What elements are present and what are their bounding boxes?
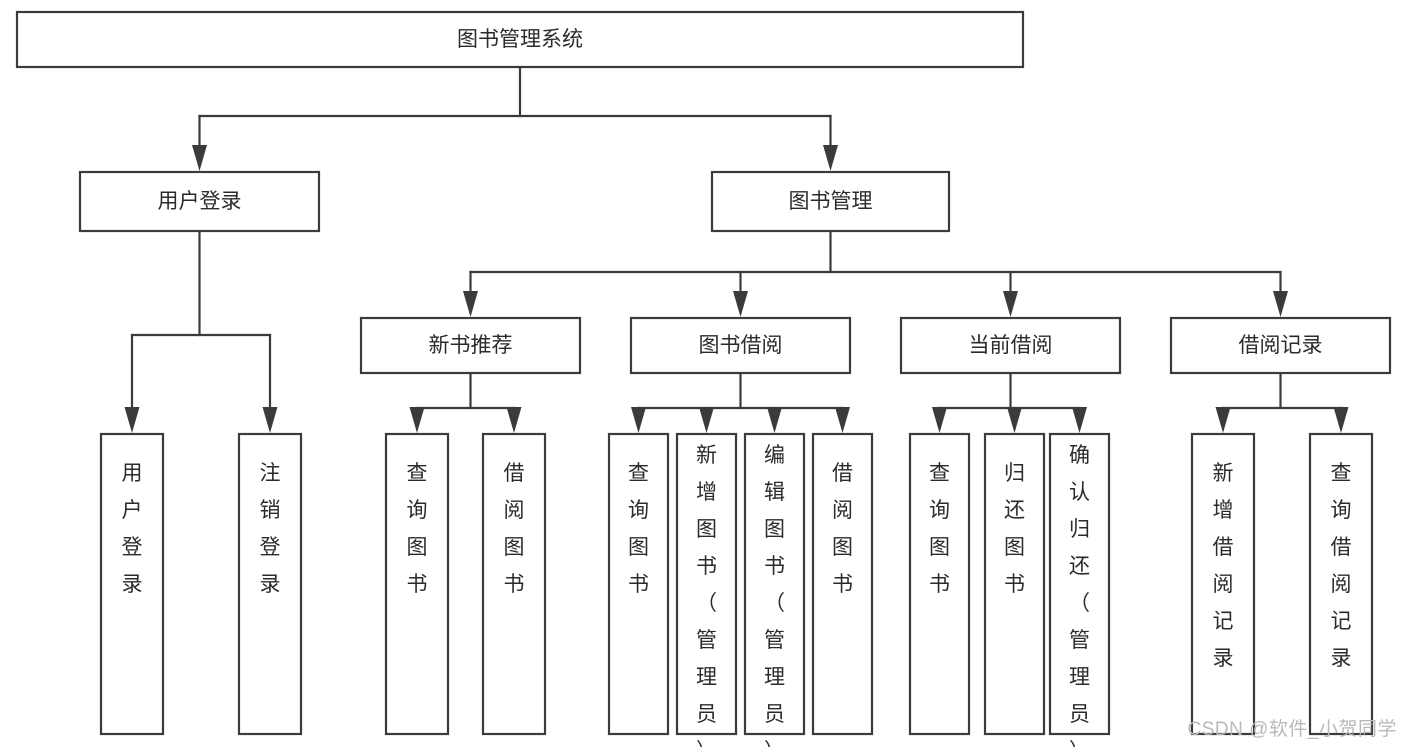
node-label: 编辑图书（管理员）	[764, 444, 785, 747]
node-root[interactable]: 图书管理系统	[15, 10, 1025, 69]
node-label: 借阅记录	[1239, 334, 1323, 357]
node-label: 新书推荐	[429, 334, 513, 357]
node-box	[1308, 432, 1374, 736]
arrow-head-icon	[835, 407, 850, 433]
node-leaf-add-record[interactable]: 新增借阅记录	[1190, 432, 1256, 736]
node-box	[899, 316, 1122, 375]
node-book-manage[interactable]: 图书管理	[710, 170, 951, 233]
arrow-head-icon	[1215, 407, 1231, 433]
arrow-head-icon	[823, 145, 838, 171]
node-leaf-return-book[interactable]: 归还图书	[983, 432, 1046, 736]
node-label: 查询图书	[929, 462, 950, 596]
node-box	[743, 432, 806, 736]
node-box	[710, 170, 951, 233]
node-leaf-borrow-book-2[interactable]: 借阅图书	[811, 432, 874, 736]
node-leaf-logout[interactable]: 注销登录	[237, 432, 303, 736]
node-box	[1048, 432, 1111, 736]
node-leaf-borrow-book-1[interactable]: 借阅图书	[481, 432, 547, 736]
node-leaf-query-record[interactable]: 查询借阅记录	[1308, 432, 1374, 736]
node-label: 查询图书	[628, 462, 649, 596]
node-leaf-add-book[interactable]: 新增图书（管理员）	[675, 432, 738, 747]
node-leaf-query-book-1[interactable]: 查询图书	[384, 432, 450, 736]
node-new-book-recommend[interactable]: 新书推荐	[359, 316, 582, 375]
node-label: 借阅图书	[504, 462, 525, 596]
node-label: 查询借阅记录	[1331, 462, 1352, 670]
node-borrow-record[interactable]: 借阅记录	[1169, 316, 1392, 375]
arrow-head-icon	[1072, 407, 1087, 433]
arrow-head-icon	[1273, 291, 1288, 317]
node-leaf-user-login[interactable]: 用户登录	[99, 432, 165, 736]
node-label: 查询图书	[407, 462, 428, 596]
node-leaf-query-book-2[interactable]: 查询图书	[607, 432, 670, 736]
arrow-head-icon	[463, 291, 478, 317]
node-box	[629, 316, 852, 375]
arrow-head-icon	[124, 407, 140, 433]
node-box	[811, 432, 874, 736]
node-label: 图书借阅	[699, 334, 783, 357]
arrow-head-icon	[409, 407, 425, 433]
arrow-head-icon	[767, 407, 782, 433]
node-box	[237, 432, 303, 736]
arrow-head-icon	[1333, 407, 1349, 433]
arrow-head-icon	[733, 291, 748, 317]
node-box	[15, 10, 1025, 69]
node-box	[359, 316, 582, 375]
edges-layer	[124, 65, 1349, 433]
node-label: 当前借阅	[969, 334, 1053, 357]
arrow-head-icon	[699, 407, 714, 433]
node-box	[384, 432, 450, 736]
node-box	[1190, 432, 1256, 736]
node-label: 确认归还（管理员）	[1069, 444, 1090, 747]
arrow-head-icon	[262, 407, 278, 433]
watermark-label: CSDN @软件_小贺同学	[1187, 719, 1397, 740]
arrow-head-icon	[631, 407, 646, 433]
arrow-head-icon	[932, 407, 947, 433]
node-box	[607, 432, 670, 736]
arrow-head-icon	[192, 145, 207, 171]
arrow-head-icon	[506, 407, 522, 433]
node-label: 用户登录	[122, 462, 143, 596]
node-box	[99, 432, 165, 736]
node-box	[481, 432, 547, 736]
node-book-borrow[interactable]: 图书借阅	[629, 316, 852, 375]
node-label: 归还图书	[1004, 462, 1025, 596]
node-user-login[interactable]: 用户登录	[78, 170, 321, 233]
node-label: 用户登录	[158, 190, 242, 213]
node-box	[675, 432, 738, 736]
node-box	[908, 432, 971, 736]
node-leaf-edit-book[interactable]: 编辑图书（管理员）	[743, 432, 806, 747]
node-label: 新增图书（管理员）	[696, 444, 717, 747]
node-label: 注销登录	[260, 462, 281, 596]
node-leaf-confirm-return[interactable]: 确认归还（管理员）	[1048, 432, 1111, 747]
node-label: 图书管理	[789, 190, 873, 213]
node-box	[78, 170, 321, 233]
node-box	[1169, 316, 1392, 375]
nodes-layer: 图书管理系统用户登录图书管理新书推荐图书借阅当前借阅借阅记录用户登录注销登录查询…	[15, 10, 1392, 747]
node-current-borrow[interactable]: 当前借阅	[899, 316, 1122, 375]
node-label: 图书管理系统	[457, 28, 583, 51]
node-label: 新增借阅记录	[1213, 462, 1234, 670]
node-leaf-query-book-3[interactable]: 查询图书	[908, 432, 971, 736]
node-box	[983, 432, 1046, 736]
arrow-head-icon	[1003, 291, 1018, 317]
node-label: 借阅图书	[832, 462, 853, 596]
arrow-head-icon	[1007, 407, 1022, 433]
